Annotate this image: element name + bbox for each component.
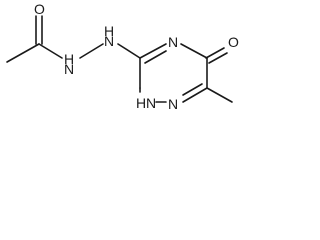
atom-ring-nh-h: H xyxy=(136,95,146,111)
bond-ring-c6-n1 xyxy=(182,87,208,103)
atom-hydrazine-n-upper: N xyxy=(64,61,74,77)
chemical-structure-canvas: O H N H N N O H N N xyxy=(0,0,254,138)
bond-nh-ring xyxy=(117,43,141,59)
atom-ring-n4: N xyxy=(168,34,178,50)
atom-hydrazine-h-upper: H xyxy=(64,51,74,67)
bond-carbonyl-nh xyxy=(38,43,63,59)
bond-layer xyxy=(6,15,233,103)
bond-ring-c6-methyl xyxy=(206,87,233,103)
atom-hydrazine-h-lower: H xyxy=(104,23,114,39)
atom-label-layer: O H N H N N O H N N xyxy=(34,1,239,112)
bond-nh-nh xyxy=(79,43,104,59)
atom-hydrazine-n-lower: N xyxy=(104,33,114,49)
bond-methyl-carbonyl xyxy=(6,43,40,63)
bond-ring-c3-n4 xyxy=(139,43,167,59)
atom-ring-oxygen: O xyxy=(228,34,239,50)
structure-diagram: O H N H N N O H N N xyxy=(6,1,239,112)
bond-ring-c5-o-2 xyxy=(208,52,228,64)
bond-ring-n4-c5 xyxy=(180,43,208,59)
atom-carbonyl-oxygen: O xyxy=(34,1,45,17)
atom-ring-n1: N xyxy=(168,96,178,112)
bond-ring-c5-o-1 xyxy=(205,47,225,59)
bond-ring-c6-n1-inner xyxy=(182,83,203,96)
bond-ring-c3-n4-inner xyxy=(144,50,167,64)
atom-ring-nh-n: N xyxy=(146,95,156,111)
